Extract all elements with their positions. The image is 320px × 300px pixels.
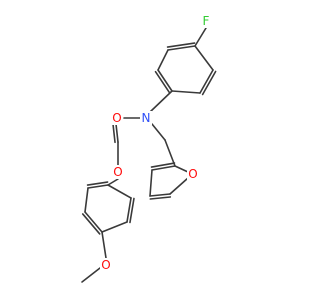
bond-fu2-fu3-2 xyxy=(149,196,172,200)
bond-fu4-fu1-2 xyxy=(150,162,176,168)
bond-ring1-b xyxy=(199,69,214,94)
bond-Om-CH3 xyxy=(81,267,101,283)
bond-benzyl-CH2 xyxy=(149,90,173,113)
bond-fu3-fu4 xyxy=(149,169,153,197)
bond-F-ring xyxy=(194,27,207,47)
atom-O-carbonyl: O xyxy=(111,111,123,125)
bond-ring1-d xyxy=(157,69,173,92)
atom-O-furan: O xyxy=(187,167,199,181)
bond-ring2-c xyxy=(101,221,128,233)
bond-C-O-carbonyl-2 xyxy=(112,123,116,144)
atom-label-O-methoxy: O xyxy=(101,258,110,272)
bond-ring2-d-2 xyxy=(81,213,101,235)
bond-CH2f-furan xyxy=(164,139,176,167)
atom-label-F: F xyxy=(203,14,210,28)
atom-N: N xyxy=(140,111,152,125)
bond-ring2-a xyxy=(107,184,132,199)
bond-ring1-d-2 xyxy=(154,70,171,94)
bond-N-CH2f xyxy=(151,123,166,141)
bond-Oe-ring xyxy=(107,178,119,186)
atom-label-O-ether: O xyxy=(113,165,122,179)
atom-label-O-carbonyl: O xyxy=(112,111,121,125)
bond-C-O-carbonyl xyxy=(115,123,119,143)
bond-ring1-e xyxy=(157,49,169,71)
bond-ring1-a xyxy=(194,45,214,71)
atom-label-O-furan: O xyxy=(188,167,197,181)
molecule-structure: F N O O O O xyxy=(81,14,217,283)
bond-ring2-d xyxy=(84,211,103,233)
bond-ring2-f xyxy=(87,184,109,189)
bond-fu4-fu1 xyxy=(151,165,176,171)
bond-ring2-b xyxy=(126,197,132,223)
bond-ring1-b-2 xyxy=(201,70,217,96)
atom-F: F xyxy=(200,14,212,28)
atom-label-N: N xyxy=(142,111,151,125)
atom-O-methoxy: O xyxy=(100,258,112,272)
bond-ring1-f-2 xyxy=(166,42,196,48)
bond-fu2-fu3 xyxy=(149,193,171,197)
atom-O-ether: O xyxy=(112,165,124,179)
bond-ring1-c xyxy=(171,90,201,94)
bond-ring2-b-2 xyxy=(129,197,135,224)
bond-O-fu2 xyxy=(169,177,189,195)
bond-layer xyxy=(81,27,217,283)
bond-ring2-e xyxy=(84,187,89,213)
bond-fu-O xyxy=(174,165,189,173)
bond-ring1-f xyxy=(167,45,196,51)
bond-ring2-f-2 xyxy=(86,181,109,186)
bond-ring-Om xyxy=(101,231,107,259)
